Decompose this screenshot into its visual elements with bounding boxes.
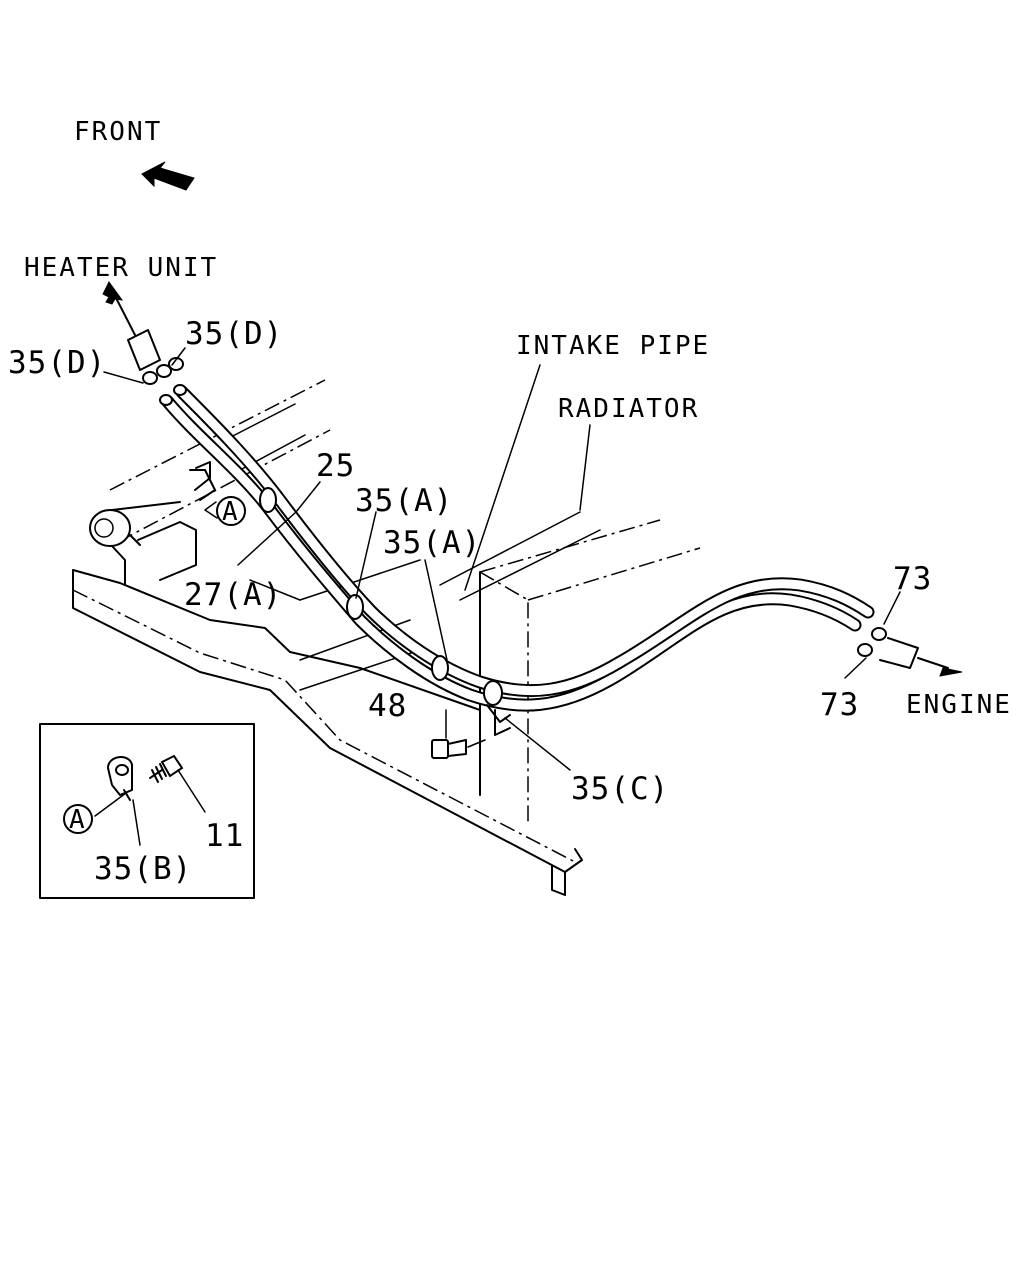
callout-73-bottom: 73 xyxy=(820,687,859,723)
heater-unit-label: HEATER UNIT xyxy=(24,253,218,283)
leader-lines xyxy=(103,347,901,771)
radiator-label: RADIATOR xyxy=(558,394,699,424)
detail-a-marker-inset-text: A xyxy=(69,805,87,835)
heater-hoses xyxy=(159,384,875,712)
detail-a-bracket xyxy=(194,461,211,491)
front-arrow-icon xyxy=(141,161,195,191)
hose-clamps xyxy=(259,487,511,736)
engine-label: ENGINE xyxy=(906,690,1012,720)
detail-a-marker-main xyxy=(216,496,246,526)
callout-27a: 27(A) xyxy=(184,577,282,613)
callout-35d-left: 35(D) xyxy=(8,345,106,381)
callout-11: 11 xyxy=(205,818,244,854)
heater-unit-fittings xyxy=(112,291,184,385)
intake-pipe-label: INTAKE PIPE xyxy=(516,331,710,361)
callout-25: 25 xyxy=(316,448,355,484)
callout-35a-2: 35(A) xyxy=(383,525,481,561)
detail-inset xyxy=(39,723,255,899)
front-label: FRONT xyxy=(74,117,162,147)
engine-arrow-icon xyxy=(939,667,963,677)
callout-35c: 35(C) xyxy=(571,771,669,807)
callout-35a-1: 35(A) xyxy=(355,483,453,519)
callout-73-top: 73 xyxy=(893,561,932,597)
callout-35d-right: 35(D) xyxy=(185,316,283,352)
callout-35b: 35(B) xyxy=(94,851,192,887)
detail-a-marker-inset xyxy=(63,804,93,834)
callout-48: 48 xyxy=(368,688,407,724)
bolt-48 xyxy=(431,739,486,759)
engine-fittings xyxy=(857,627,949,669)
heater-arrow-icon xyxy=(102,281,124,305)
detail-a-marker-main-text: A xyxy=(222,497,240,527)
cross-member xyxy=(89,469,216,586)
